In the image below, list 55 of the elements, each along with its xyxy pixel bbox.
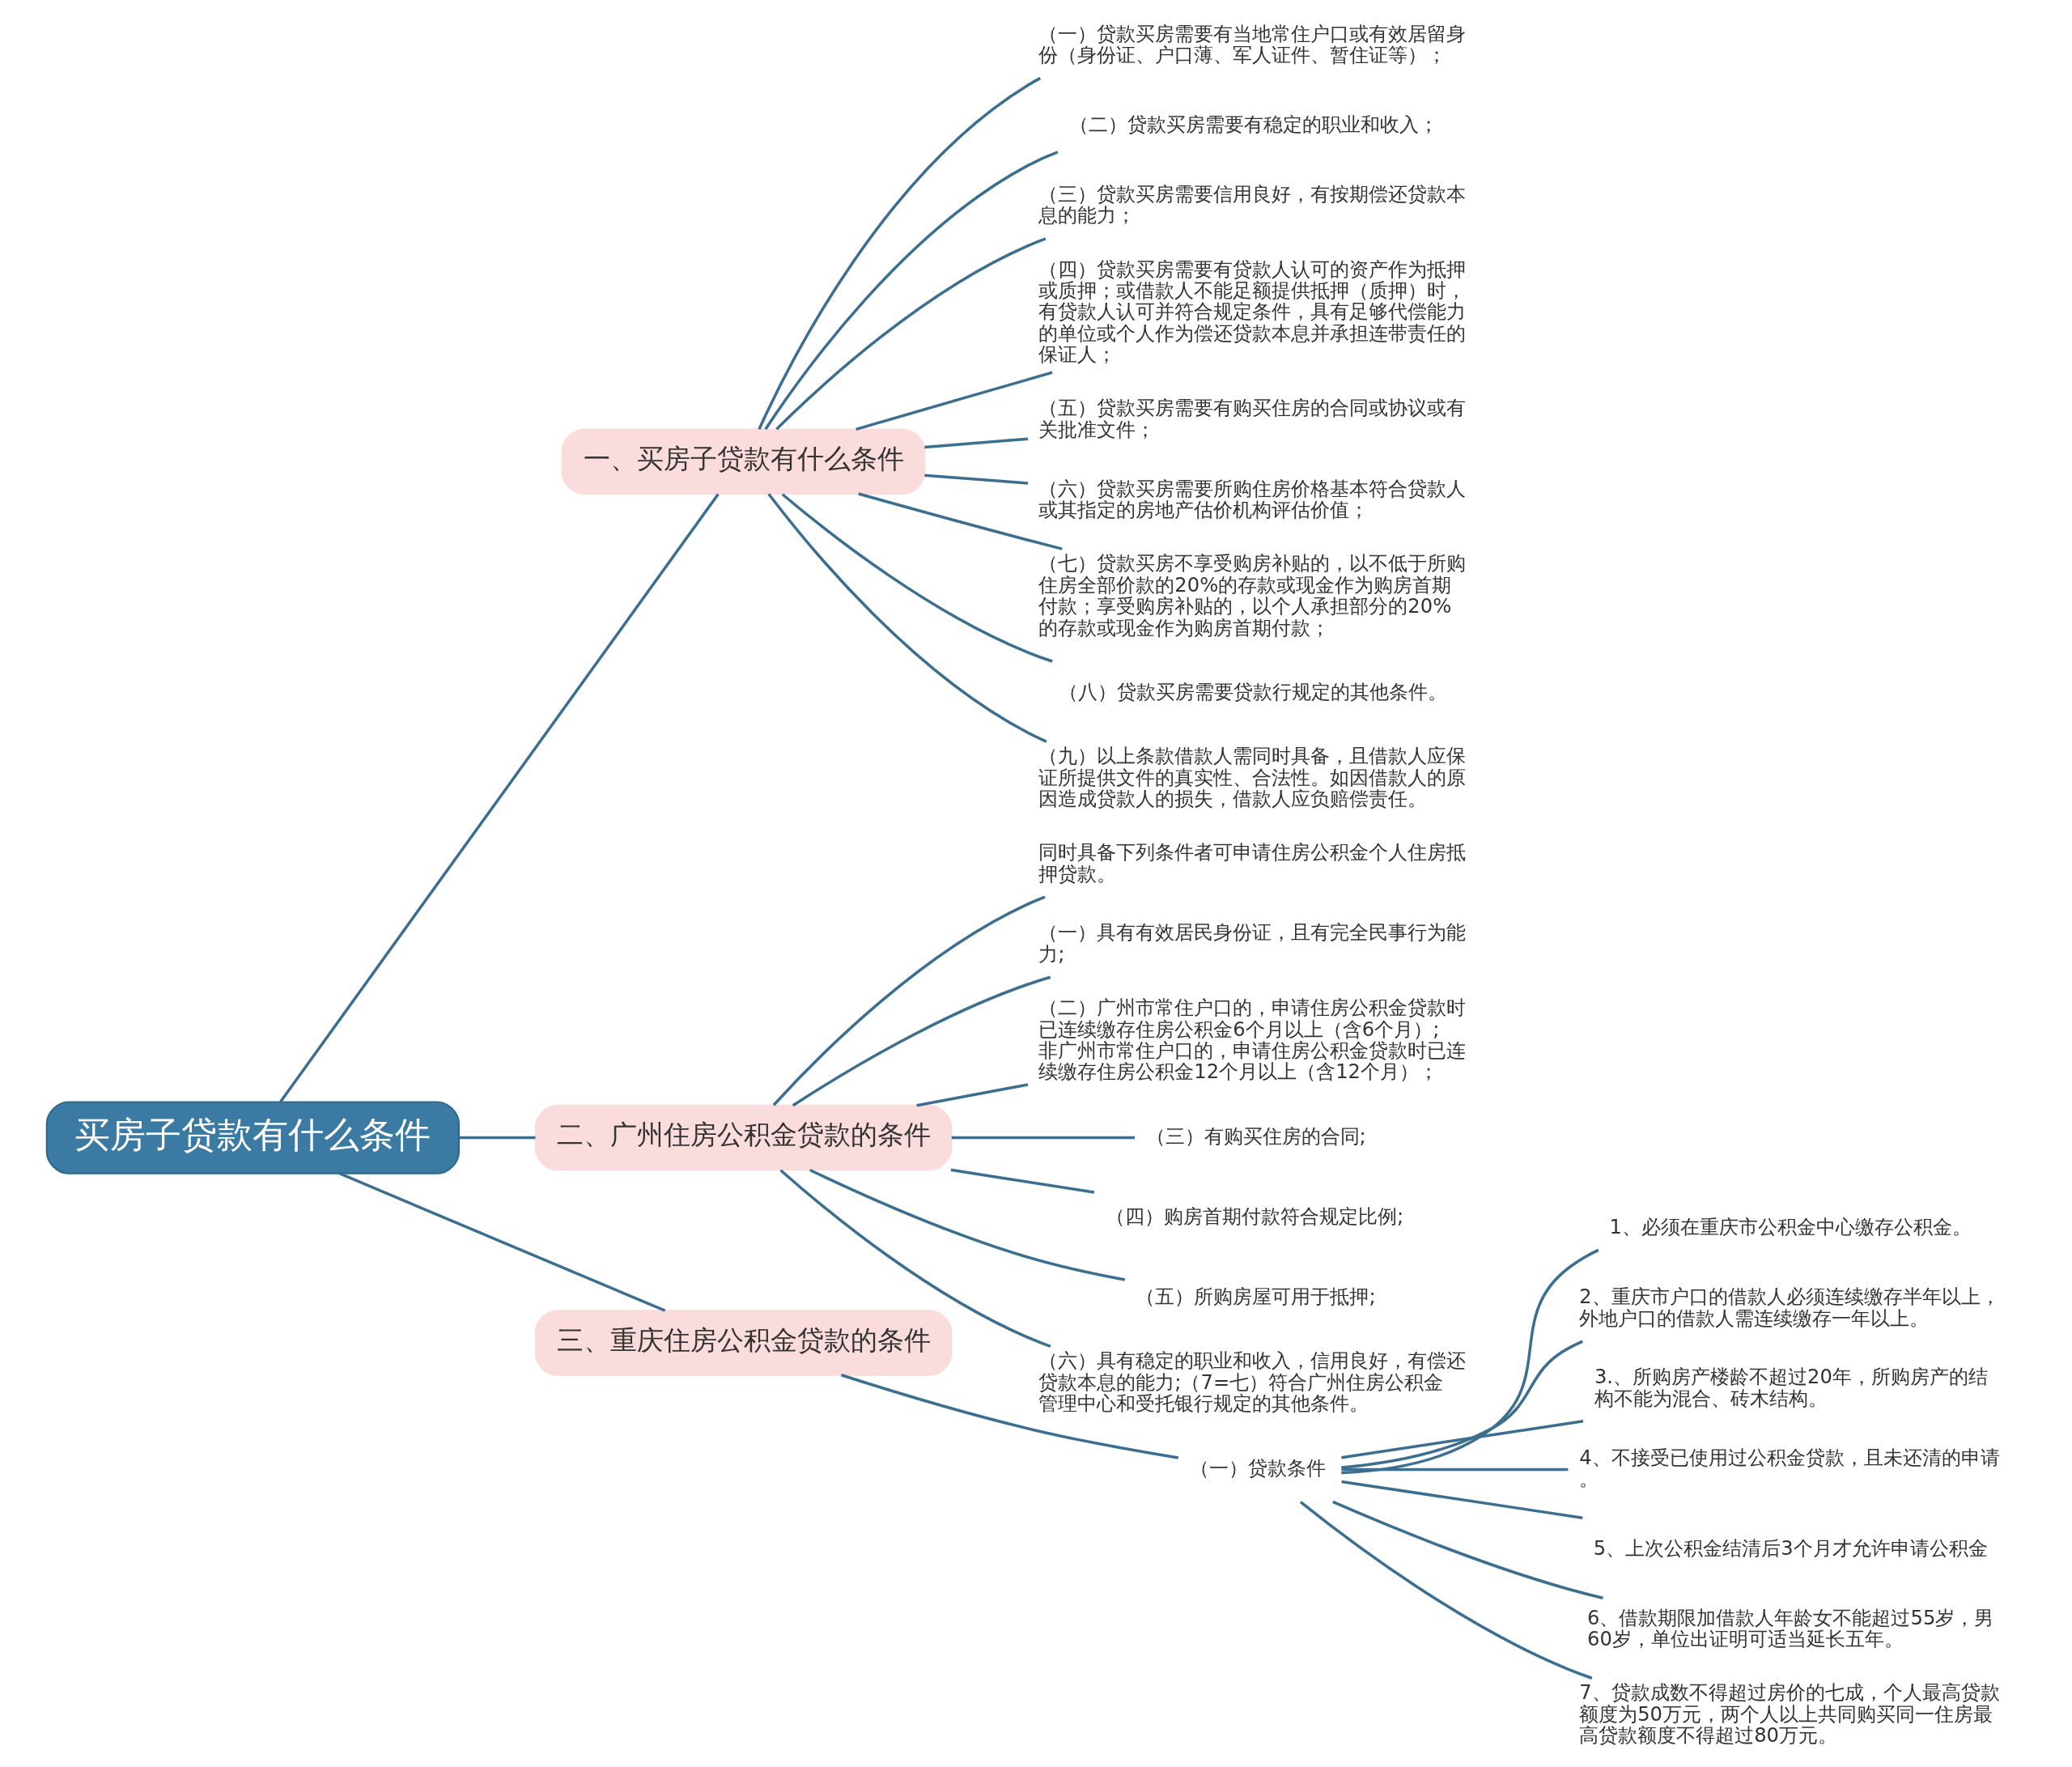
node-text: （一）贷款买房需要有当地常住户口或有效居留身份（身份证、户口薄、军人证件、暂住证等）； [1038, 21, 1467, 67]
connector [924, 474, 1029, 485]
node-text: 同时具备下列条件者可申请住房公积金个人住房抵押贷款。 [1038, 840, 1467, 886]
connector [856, 371, 1053, 431]
node-text: （五）贷款买房需要有购买住房的合同或协议或有关批准文件； [1038, 396, 1467, 441]
node-text: （六）具有稳定的职业和收入，信用良好，有偿还贷款本息的能力;（7=七）符合广州住房公积金管理中心和受托银行规定的其他条件。 [1038, 1349, 1467, 1416]
node-text: （三）贷款买房需要信用良好，有按期偿还贷款本息的能力； [1038, 181, 1467, 227]
node-box: 买房子贷款有什么条件 [45, 1101, 461, 1174]
connector [1299, 1501, 1593, 1680]
connector [1341, 1248, 1599, 1475]
node-text: （二）贷款买房需要有稳定的职业和收入； [1068, 113, 1438, 137]
connector [1341, 1340, 1584, 1469]
connector [792, 975, 1051, 1107]
node-box: 一、买房子贷款有什么条件 [561, 428, 926, 495]
connector [764, 151, 1059, 431]
connector [779, 1169, 1051, 1348]
connector [951, 1136, 1135, 1140]
connector [1341, 1420, 1584, 1459]
node-text: 2、重庆市户口的借款人必须连续缴存半年以上，外地户口的借款人需连续缴存一年以上。 [1579, 1285, 2000, 1330]
connector [781, 493, 1053, 663]
node-text: （四）购房首期付款符合规定比例; [1105, 1204, 1404, 1228]
node-box: 二、广州住房公积金贷款的条件 [534, 1104, 953, 1171]
node-text: （七）贷款买房不享受购房补贴的，以不低于所购住房全部价款的20%的存款或现金作为购房首期付款；享受购房补贴的，以个人承担部分的20%的存款或现金作为购房首期付款； [1038, 551, 1467, 639]
connector [924, 437, 1029, 449]
connector [772, 895, 1046, 1106]
node-text: 7、贷款成数不得超过房价的七成，个人最高贷款额度为50万元，两个人以上共同购买同一住房最高贷款额度不得超过80万元。 [1579, 1680, 2000, 1748]
node-text: （八）贷款买房需要贷款行规定的其他条件。 [1058, 679, 1447, 703]
connector [775, 237, 1047, 431]
connector [840, 1374, 1179, 1459]
node-text: （二）广州市常住户口的，申请住房公积金贷款时已连续缴存住房公积金6个月以上（含6个月）;非广州市常住户口的，申请住房公积金贷款时已连续缴存住房公积金12个月以上（含12个月）； [1038, 996, 1467, 1084]
node-text: 1、必须在重庆市公积金中心缴存公积金。 [1609, 1215, 1972, 1239]
connector [338, 1172, 666, 1312]
connector [767, 493, 1047, 743]
node-text: （一）贷款条件 [1189, 1455, 1326, 1480]
connector [1341, 1480, 1583, 1519]
connector [809, 1168, 1126, 1281]
node-text: （一）具有有效居民身份证，且有完全民事行为能力; [1038, 920, 1467, 966]
node-text: 5、上次公积金结清后3个月才允许申请公积金 [1593, 1536, 1988, 1560]
node-text: 6、借款期限加借款人年龄女不能超过55岁，男60岁，单位出证明可适当延长五年。 [1587, 1605, 1994, 1651]
connector [459, 1136, 536, 1140]
connector [916, 1083, 1029, 1107]
connector [950, 1168, 1095, 1194]
node-text: （五）所购房屋可用于抵押; [1136, 1285, 1376, 1309]
connector [758, 77, 1042, 431]
node-text: 4、不接受已使用过公积金贷款，且未还清的申请。 [1579, 1445, 2000, 1490]
node-box: 三、重庆住房公积金贷款的条件 [534, 1310, 953, 1376]
node-text: （六）贷款买房需要所购住房价格基本符合贷款人或其指定的房地产估价机构评估价值； [1038, 476, 1467, 522]
connector [858, 492, 1063, 550]
connector [1341, 1468, 1569, 1472]
connector [1332, 1500, 1603, 1599]
node-text: 3.、所购房产楼龄不超过20年，所购房产的结构不能为混合、砖木结构。 [1594, 1365, 1988, 1410]
node-text: （三）有购买住房的合同; [1145, 1123, 1366, 1148]
connector [279, 493, 720, 1103]
node-text: （四）贷款买房需要有贷款人认可的资产作为抵押或质押；或借款人不能足额提供抵押（质押）时，有贷款人认可并符合规定条件，具有足够代偿能力的单位或个人作为偿还贷款本息并承担连带责任的保证人； [1038, 257, 1467, 367]
node-text: （九）以上条款借款人需同时具备，且借款人应保证所提供文件的真实性、合法性。如因借款人的原因造成贷款人的损失，借款人应负赔偿责任。 [1038, 744, 1467, 811]
